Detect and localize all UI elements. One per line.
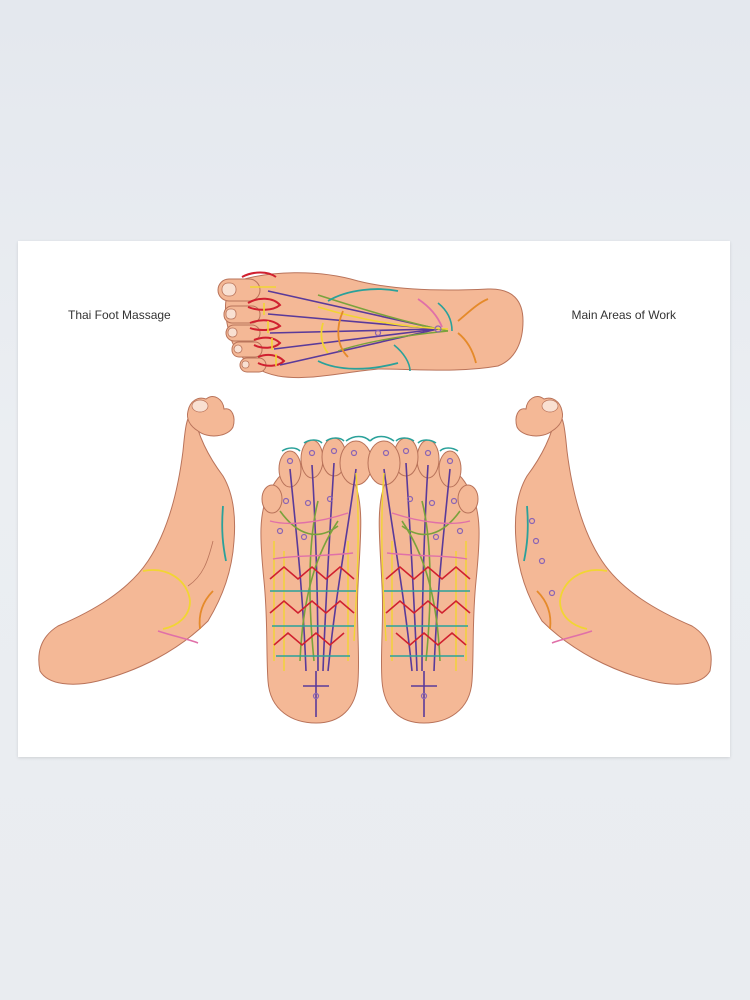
foot-medial-view-right — [514, 396, 712, 685]
title-thai-foot-massage: Thai Foot Massage — [68, 308, 171, 322]
foot-sole-view-right — [367, 435, 480, 724]
foot-top-view — [217, 271, 524, 379]
foot-chart-illustration — [38, 271, 712, 724]
foot-medial-view-left — [38, 396, 236, 685]
title-main-areas-of-work: Main Areas of Work — [571, 308, 676, 322]
poster: Thai Foot Massage Main Areas of Work — [18, 241, 730, 757]
foot-sole-view-left — [260, 435, 373, 724]
